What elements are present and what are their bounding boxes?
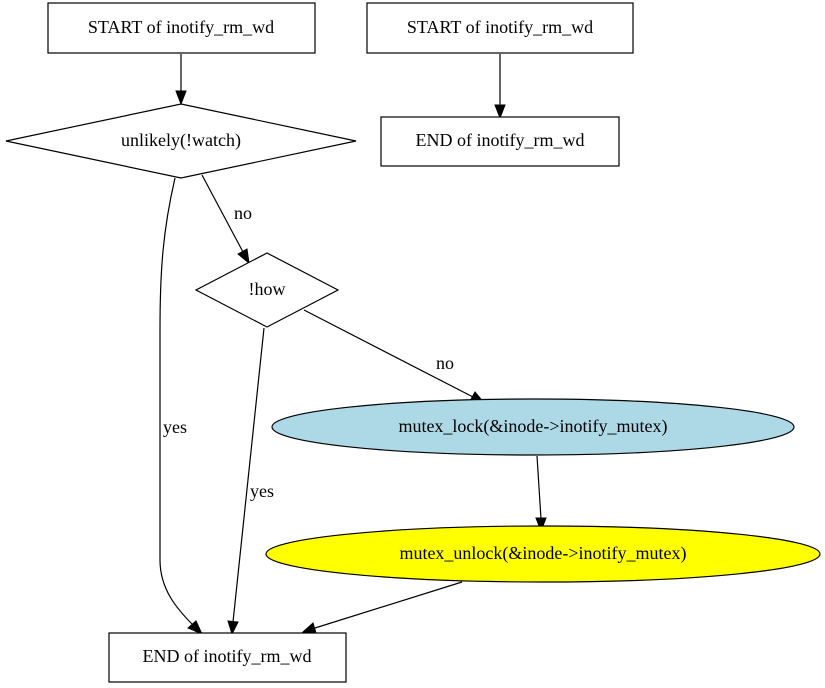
node-mutex-unlock-label: mutex_unlock(&inode->inotify_mutex): [399, 543, 686, 564]
edge-watch-check-yes: yes: [159, 177, 203, 635]
node-how-check: !how: [194, 252, 340, 328]
node-mutex-lock: mutex_lock(&inode->inotify_mutex): [271, 398, 795, 456]
node-how-check-label: !how: [249, 279, 286, 299]
node-mutex-lock-label: mutex_lock(&inode->inotify_mutex): [398, 416, 667, 437]
edge-unlock-to-end: [301, 581, 463, 634]
node-start-right-label: START of inotify_rm_wd: [407, 17, 593, 37]
node-end-left: END of inotify_rm_wd: [108, 632, 347, 683]
node-watch-check: unlikely(!watch): [5, 103, 357, 179]
edge-watch-check-no: no: [201, 174, 252, 265]
edge-label-watch-no: no: [234, 203, 252, 223]
node-watch-check-label: unlikely(!watch): [121, 130, 241, 151]
node-end-left-label: END of inotify_rm_wd: [143, 646, 312, 666]
edge-label-how-yes: yes: [250, 481, 274, 501]
edge-start-to-watch-check: [175, 54, 187, 106]
edge-lock-to-unlock: [535, 455, 547, 533]
node-start-left-label: START of inotify_rm_wd: [88, 17, 274, 37]
node-mutex-unlock: mutex_unlock(&inode->inotify_mutex): [265, 525, 821, 583]
edge-label-how-no: no: [436, 353, 454, 373]
edge-how-check-yes: yes: [227, 327, 274, 636]
node-start-left: START of inotify_rm_wd: [47, 2, 316, 54]
node-end-right: END of inotify_rm_wd: [380, 116, 620, 167]
edge-how-check-no: no: [303, 309, 487, 405]
edge-label-watch-yes: yes: [163, 417, 187, 437]
node-start-right: START of inotify_rm_wd: [366, 2, 634, 54]
node-end-right-label: END of inotify_rm_wd: [416, 130, 585, 150]
nodes: START of inotify_rm_wd START of inotify_…: [5, 2, 821, 683]
edge-second-start-to-second-end: [494, 54, 506, 120]
